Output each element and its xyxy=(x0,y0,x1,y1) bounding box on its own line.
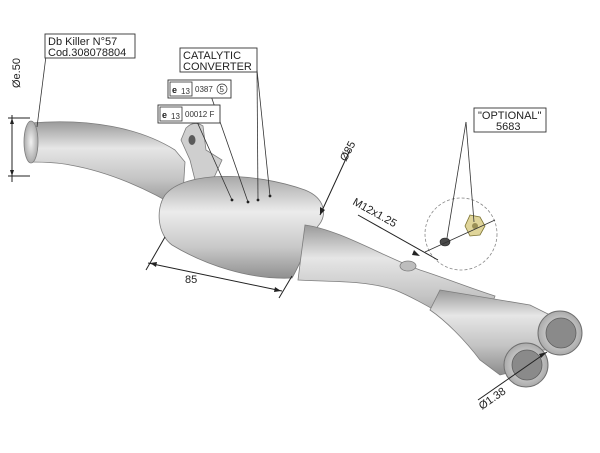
callout-dbkiller: Db Killer N°57 Cod.308078804 xyxy=(44,33,136,59)
body-diameter-arrow xyxy=(320,207,325,215)
homolog2-mark-box xyxy=(159,106,183,122)
dimension-lines xyxy=(8,115,548,401)
leader-dot-2 xyxy=(256,198,260,202)
leader-lines xyxy=(36,55,272,204)
catalytic-leader-2 xyxy=(256,69,259,201)
sensor-boss xyxy=(399,260,417,272)
body-diameter-dim-line xyxy=(319,149,351,216)
optional-line2: 5683 xyxy=(496,121,520,133)
length-dim-ext-left xyxy=(145,236,166,271)
homolog1-circle-icon xyxy=(216,83,228,95)
homolog1-code: 0387 xyxy=(195,85,213,94)
inlet-pipe-end xyxy=(23,120,39,164)
catalytic-box xyxy=(179,47,258,73)
dbkiller-box xyxy=(44,33,136,59)
dbkiller-leader xyxy=(36,55,47,128)
homolog1-circle: 5 xyxy=(220,85,225,94)
outlet-upper-inner xyxy=(545,317,577,349)
dbkiller-line1: Db Killer N°57 xyxy=(48,36,117,48)
homologation-badge-1: e 13 0387 5 xyxy=(167,79,232,99)
catalytic-converter-body xyxy=(158,175,324,279)
exhaust-assembly xyxy=(23,120,583,388)
leader-dot-1 xyxy=(268,194,272,198)
optional-box xyxy=(473,107,547,133)
inlet-diameter-label: Øe.50 xyxy=(11,58,23,88)
optional-leader-1 xyxy=(446,121,467,239)
optional-detail xyxy=(424,121,498,271)
optional-detail-circle xyxy=(424,197,498,271)
length-dim-arrow-left xyxy=(150,262,157,267)
thread-dim-arrow xyxy=(412,250,420,256)
thread-dim-line xyxy=(357,214,439,261)
catalytic-line1: CATALYTIC xyxy=(183,50,241,62)
thread-label: M12x1.25 xyxy=(351,196,399,230)
optional-axis-line xyxy=(424,219,496,253)
homolog2-code: 00012 F xyxy=(185,110,214,119)
outlet-dim-line xyxy=(477,351,548,401)
inlet-dim-arrow-bottom xyxy=(10,170,14,176)
callout-catalytic: CATALYTIC CONVERTER xyxy=(179,47,258,73)
homolog2-mark: e xyxy=(162,110,167,120)
inlet-pipe xyxy=(29,121,186,211)
leader-dot-3 xyxy=(246,200,250,204)
body-length-label: 85 xyxy=(185,274,197,286)
catalytic-line2: CONVERTER xyxy=(183,61,252,73)
homolog1-mark: e xyxy=(172,85,177,95)
homolog1-num: 13 xyxy=(181,87,190,96)
catalytic-leader-1 xyxy=(256,69,271,197)
homolog2-num: 13 xyxy=(171,112,180,121)
body-diameter-label: Ø85 xyxy=(338,139,358,163)
optional-line1: "OPTIONAL" xyxy=(478,110,542,122)
homolog1-mark-box xyxy=(169,81,193,97)
catalytic-leader-4 xyxy=(193,114,233,201)
outlet-dim-arrow xyxy=(539,352,547,358)
length-dim-line xyxy=(147,262,283,292)
length-dim-arrow-right xyxy=(274,287,281,292)
optional-leader-2 xyxy=(465,121,475,223)
callout-optional: "OPTIONAL" 5683 xyxy=(473,107,547,133)
bracket-hole xyxy=(188,135,196,145)
leader-dot-4 xyxy=(230,198,234,202)
inlet-dim-arrow-top xyxy=(10,118,14,124)
dbkiller-line2: Cod.308078804 xyxy=(48,47,126,59)
outlet-lower-inner xyxy=(511,349,543,381)
optional-nut-hole xyxy=(472,223,478,229)
length-dim-ext-right xyxy=(278,275,293,299)
homologation-badge-2: e 13 00012 F xyxy=(157,104,221,124)
